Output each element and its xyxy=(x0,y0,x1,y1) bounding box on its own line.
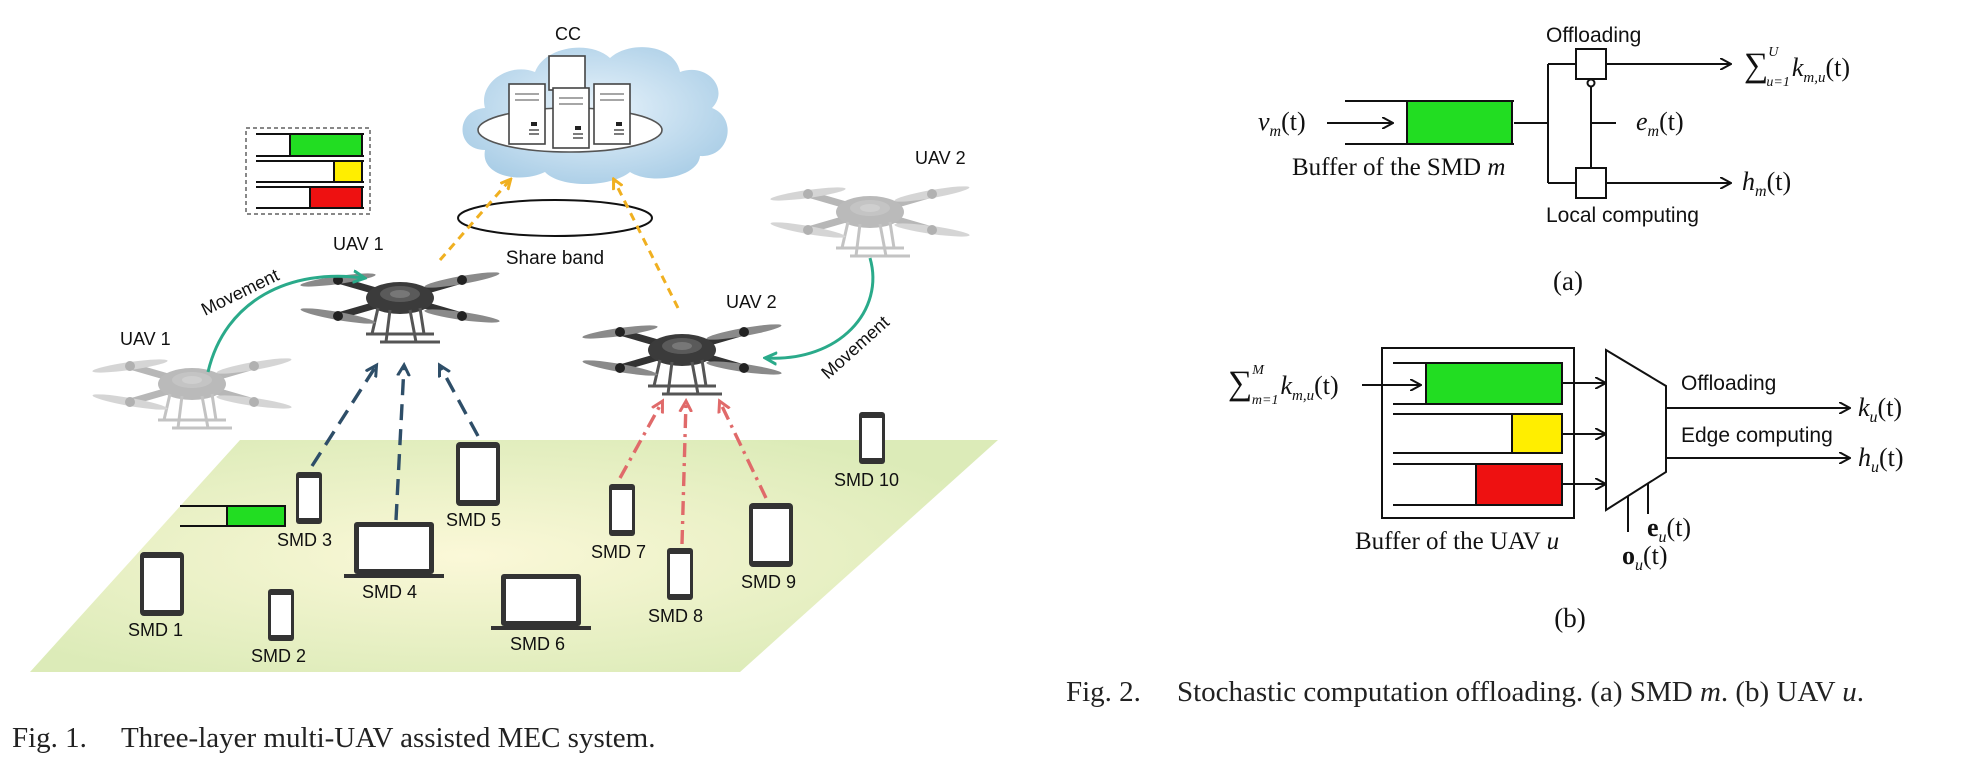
smd3-device xyxy=(296,472,322,524)
fig2b-k-output: ku(t) xyxy=(1858,393,1902,426)
uav1-ghost-label: UAV 1 xyxy=(120,329,171,349)
fig2a-input: vm(t) xyxy=(1258,107,1306,140)
smd1-device xyxy=(140,552,184,616)
uav2-drone xyxy=(582,321,782,394)
uav1-drone xyxy=(300,269,500,342)
fig1-diagram: CC Share band UAV 1 UAV 1 UAV 2 UAV xyxy=(30,24,998,672)
share-band-ellipse xyxy=(457,199,653,237)
uav2-ghost xyxy=(770,183,970,256)
share-band-label: Share band xyxy=(506,248,604,269)
fig2-caption: Fig. 2. Stochastic computation offloading… xyxy=(1066,676,1864,709)
fig1-caption: Fig. 1. Three-layer multi-UAV assisted ME… xyxy=(12,722,655,755)
fig2b-h-output: hu(t) xyxy=(1858,443,1904,476)
smd9-label: SMD 9 xyxy=(741,572,796,592)
fig2a-router xyxy=(1514,48,1730,199)
smd10-label: SMD 10 xyxy=(834,470,899,490)
fig2b-edge-computing-label: Edge computing xyxy=(1681,424,1833,447)
smd5-device xyxy=(456,442,500,506)
fig2a-panel-label: (a) xyxy=(1553,266,1583,296)
smd4-device xyxy=(344,522,444,578)
uav1-uplinks xyxy=(310,366,480,521)
smd7-label: SMD 7 xyxy=(591,542,646,562)
uav1-cloud-link xyxy=(438,180,510,261)
smd6-device xyxy=(491,574,591,630)
uav2-ghost-label: UAV 2 xyxy=(915,148,966,168)
uav1-ghost xyxy=(92,355,292,428)
fig2-caption-m: m xyxy=(1699,676,1721,708)
uav2-cloud-link xyxy=(614,180,680,309)
uav2-label: UAV 2 xyxy=(726,292,777,312)
smd10-device xyxy=(859,412,885,464)
smd2-label: SMD 2 xyxy=(251,646,306,666)
uav1-label: UAV 1 xyxy=(333,234,384,254)
fig2b-offloading-label: Offloading xyxy=(1681,372,1776,395)
fig2a-buffer-fill xyxy=(1406,100,1513,145)
fig2b-e-label: eu(t) xyxy=(1647,513,1691,546)
fig2a-local-computing-label: Local computing xyxy=(1546,204,1699,227)
uav1-movement-arrow xyxy=(206,276,364,373)
fig2b-mux xyxy=(1605,348,1667,512)
fig2b-buffer-label: Buffer of the UAV u xyxy=(1355,528,1559,555)
smd2-device xyxy=(268,589,294,641)
fig2b-queue2-fill xyxy=(1511,413,1563,454)
smd8-device xyxy=(667,548,693,600)
fig1-caption-num: Fig. 1. xyxy=(12,722,87,754)
fig2a-buffer-label: Buffer of the SMD m xyxy=(1292,154,1505,181)
smd1-label: SMD 1 xyxy=(128,620,183,640)
cloud-cc: CC xyxy=(462,24,728,185)
fig2b-queue1-fill xyxy=(1425,362,1563,405)
smd6-label: SMD 6 xyxy=(510,634,565,654)
uav1-buffer-queues xyxy=(245,127,371,215)
fig2b-o-label: ou(t) xyxy=(1622,541,1668,574)
cc-label: CC xyxy=(555,24,581,44)
fig2-caption-text-1: Stochastic computation offloading. (a) S… xyxy=(1176,676,1700,708)
uav2-uplinks xyxy=(618,402,768,545)
smd3-label: SMD 3 xyxy=(277,530,332,550)
fig2a-e-label: em(t) xyxy=(1636,107,1684,140)
smd9-device xyxy=(749,503,793,567)
smd8-label: SMD 8 xyxy=(648,606,703,626)
smd3-buffer xyxy=(180,505,286,527)
smd5-label: SMD 5 xyxy=(446,510,501,530)
smd7-device xyxy=(609,484,635,536)
fig2a-offloading-label: Offloading xyxy=(1546,24,1641,47)
fig2a-diagram: vm(t) Buffer of the SMD m Offloading Loc… xyxy=(1258,24,1850,296)
fig2-caption-u: u xyxy=(1842,676,1857,708)
fig2-caption-text-3: . xyxy=(1856,676,1865,708)
fig2b-panel-label: (b) xyxy=(1554,603,1585,633)
fig2a-h-output: hm(t) xyxy=(1742,167,1791,200)
fig2b-queue3-fill xyxy=(1475,463,1563,506)
fig2-caption-text-2: . (b) UAV xyxy=(1720,676,1843,708)
uav2-movement-arrow xyxy=(766,257,875,358)
smd4-label: SMD 4 xyxy=(362,582,417,602)
fig2-caption-num: Fig. 2. xyxy=(1066,676,1141,708)
fig1-caption-text: Three-layer multi-UAV assisted MEC syste… xyxy=(120,722,656,754)
